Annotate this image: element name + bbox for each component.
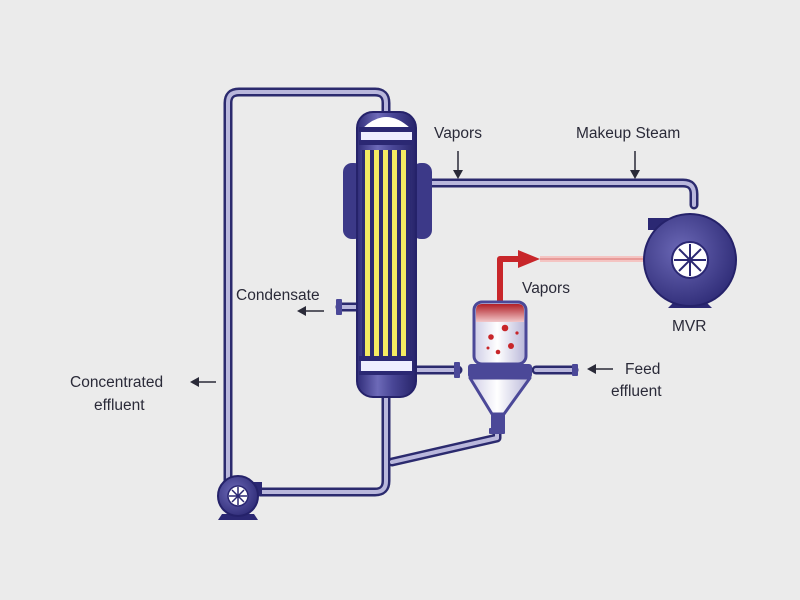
vapors-label: Vapors: [434, 125, 482, 142]
droplets: [486, 324, 519, 355]
vapor-separator: [468, 300, 532, 430]
label-arrows: [190, 151, 640, 387]
impeller-blades: [674, 244, 706, 276]
feed-label-line1: Feed: [625, 361, 661, 378]
pipe-flanges: [336, 299, 578, 434]
condensate-label: Condensate: [236, 287, 320, 304]
makeup-steam-label: Makeup Steam: [576, 125, 681, 142]
concentrated-label-line1: Concentrated: [70, 374, 164, 391]
mvr-compressor: [643, 213, 737, 308]
vapors-red-label: Vapors: [522, 280, 570, 297]
red-vapor-line: [497, 250, 652, 304]
arrow-icon: [190, 377, 199, 387]
recirculation-pump: [217, 475, 262, 520]
arrow-icon: [297, 306, 306, 316]
arrow-icon: [630, 170, 640, 179]
arrow-icon: [587, 364, 596, 374]
feed-label-line2: effluent: [611, 383, 662, 400]
mvr-label: MVR: [672, 318, 707, 335]
concentrated-label-line2: effluent: [94, 397, 145, 414]
arrow-icon: [453, 170, 463, 179]
arrow-icon: [518, 250, 540, 268]
evaporator-column: [343, 111, 432, 398]
